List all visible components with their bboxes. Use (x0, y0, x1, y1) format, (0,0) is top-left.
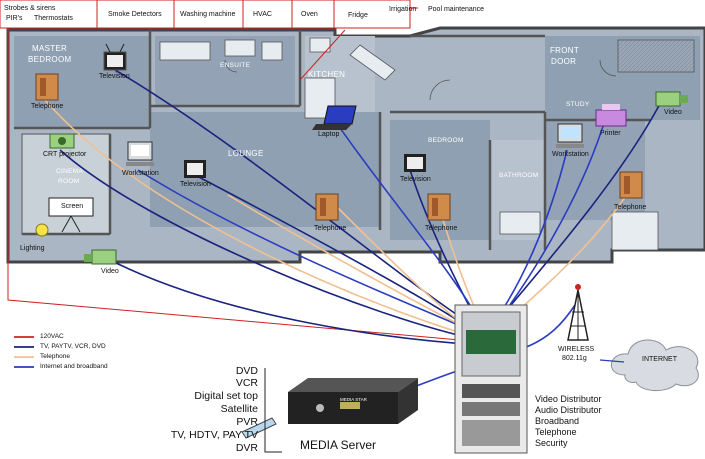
workstation-study-icon (556, 123, 584, 148)
printer-label: Printer (600, 130, 621, 137)
workstation-lounge-label: Workstation (122, 170, 159, 177)
source-tv-hdtv: TV, HDTV, PAY TV (170, 429, 258, 441)
telephone-master-icon (35, 73, 59, 101)
telephone-bedroom-icon (427, 193, 451, 221)
room-bathroom: BATHROOM (499, 172, 539, 179)
tv-master-icon (103, 43, 127, 71)
source-dvr: DVR (235, 442, 258, 454)
laptop-icon (312, 105, 357, 130)
source-satellite: Satellite (220, 403, 258, 415)
room-bedroom: BEDROOM (428, 137, 464, 144)
screen-label: Screen (61, 203, 84, 210)
legend (14, 336, 34, 368)
video-camera-left-icon (84, 249, 117, 265)
source-list: DVD VCR Digital set top Satellite PVR TV… (120, 365, 258, 457)
room-lounge: LOUNGE (228, 149, 264, 158)
video-left-label: Video (101, 268, 119, 275)
legend-telephone: Telephone (40, 353, 70, 360)
remote-control-icon (241, 417, 277, 439)
crt-projector-label: CRT projector (43, 151, 87, 158)
workstation-lounge-icon (126, 141, 154, 166)
fridge-label: Fridge (348, 12, 368, 19)
telephone-study-icon (619, 171, 643, 199)
lighting-label: Lighting (20, 245, 45, 252)
legend-internet: Internet and broadband (40, 363, 108, 370)
wireless-standard-label: 802.11g (562, 355, 587, 362)
room-master: MASTER (32, 44, 68, 53)
telephone-lounge-icon (315, 193, 339, 221)
legend-120vac: 120VAC (40, 333, 64, 340)
internet-label: INTERNET (642, 356, 677, 363)
lighting-icon (35, 223, 49, 237)
media-server-icon (288, 378, 418, 424)
source-vcr: VCR (235, 377, 258, 389)
wireless-label: WIRELESS (558, 346, 595, 353)
distributor-telephone: Telephone (535, 427, 577, 437)
tv-bedroom-label: Television (400, 176, 431, 183)
distribution-rack (454, 304, 528, 454)
tv-bedroom-icon (404, 154, 426, 172)
source-digital-set-top: Digital set top (194, 390, 258, 402)
crt-projector-icon (49, 133, 75, 149)
distributor-video: Video Distributor (535, 394, 602, 404)
media-star-brand: MEDIA STAR (340, 397, 367, 402)
source-bracket (264, 368, 282, 453)
room-cinema: CINEMA (56, 168, 84, 175)
source-pvr: PVR (236, 416, 258, 428)
wireless-tower-icon (567, 284, 589, 341)
laptop-label: Laptop (318, 131, 340, 138)
oven-label: Oven (301, 11, 318, 18)
workstation-study-label: Workstation (552, 151, 589, 158)
thermostats-label: Thermostats (34, 15, 73, 22)
pool-maintenance-label: Pool maintenance (428, 6, 485, 13)
distributor-audio: Audio Distributor (535, 405, 602, 415)
room-door: DOOR (551, 57, 577, 66)
screen-icon (48, 197, 94, 233)
printer-icon (595, 104, 627, 127)
tv-lounge-icon (184, 160, 206, 178)
distributor-broadband: Broadband (535, 416, 580, 426)
floor-plan (6, 26, 705, 264)
room-kitchen: KITCHEN (308, 70, 346, 79)
irrigation-label: Irrigation (389, 6, 417, 13)
telephone-master-label: Telephone (31, 103, 64, 110)
room-front: FRONT (550, 46, 580, 55)
washing-machine-label: Washing machine (180, 11, 236, 18)
pirs-label: PIR's (6, 15, 23, 22)
media-server-label: MEDIA Server (300, 438, 377, 452)
room-master-bedroom: BEDROOM (28, 55, 72, 64)
room-cinema-room: ROOM (58, 178, 80, 185)
video-camera-front-icon (655, 91, 688, 107)
telephone-lounge-label: Telephone (314, 225, 347, 232)
hvac-label: HVAC (253, 11, 272, 18)
telephone-bedroom-label: Telephone (425, 225, 458, 232)
room-study: STUDY (566, 101, 590, 108)
tv-lounge-label: Television (180, 181, 211, 188)
strobes-label: Strobes & sirens (4, 5, 56, 12)
distributor-security: Security (535, 438, 568, 448)
legend-tv: TV, PAYTV, VCR, DVD (40, 343, 106, 350)
distributor-list: Video Distributor Audio Distributor Broa… (535, 394, 695, 454)
room-ensuite: ENSUITE (220, 62, 251, 69)
source-dvd: DVD (235, 365, 258, 377)
tv-master-label: Television (99, 73, 130, 80)
smoke-detectors-label: Smoke Detectors (108, 11, 162, 18)
telephone-study-label: Telephone (614, 204, 647, 211)
internet-cloud-icon (611, 339, 699, 391)
video-front-label: Video (664, 109, 682, 116)
